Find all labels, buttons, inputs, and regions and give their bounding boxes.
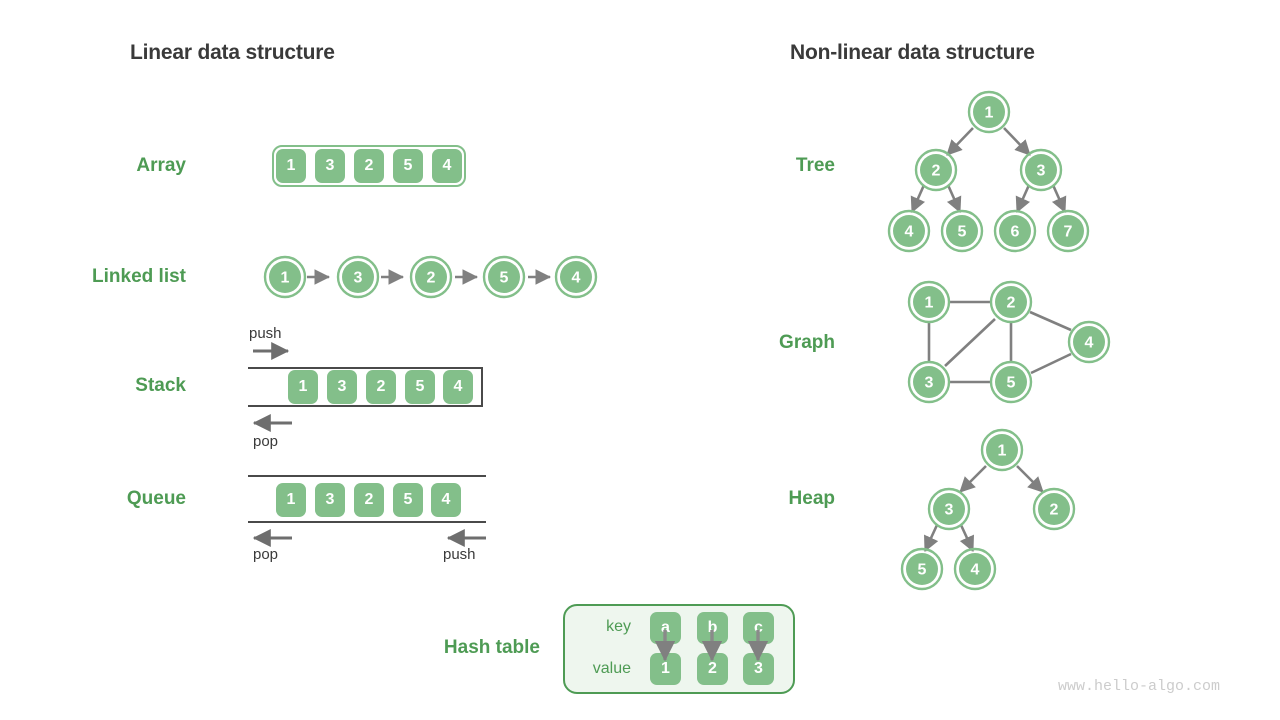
watermark: www.hello-algo.com xyxy=(1058,678,1221,695)
hash-key-cell[interactable]: a xyxy=(650,612,681,644)
tree-node-text: 1 xyxy=(985,105,994,122)
queue-cell[interactable]: 4 xyxy=(431,483,461,517)
hash-value-label: value xyxy=(592,660,631,677)
array-cell[interactable]: 2 xyxy=(354,149,384,183)
stack-cell[interactable]: 4 xyxy=(443,370,473,404)
label-heap: Heap xyxy=(788,488,835,509)
array-cell[interactable]: 3 xyxy=(315,149,345,183)
tree-node-text: 4 xyxy=(905,224,914,241)
queue-line-top xyxy=(248,475,486,477)
graph-node-text: 4 xyxy=(1085,335,1094,352)
tree-edges xyxy=(910,127,1067,213)
tree-node-text: 5 xyxy=(958,224,967,241)
stack-cell[interactable]: 2 xyxy=(366,370,396,404)
graph-node-text: 2 xyxy=(1007,295,1016,312)
array-cell[interactable]: 5 xyxy=(393,149,423,183)
heap-node-text: 5 xyxy=(918,562,927,579)
array-frame xyxy=(272,145,466,187)
heap-nodes[interactable]: 1 3 2 5 4 xyxy=(900,428,1076,591)
label-tree: Tree xyxy=(795,155,835,176)
queue-push-label: push xyxy=(443,546,476,563)
graph-node-text: 5 xyxy=(1007,375,1016,392)
stack-cell[interactable]: 1 xyxy=(288,370,318,404)
stack-push-label: push xyxy=(249,325,282,342)
linked-list-node-text: 2 xyxy=(427,270,436,287)
linked-list-node-text: 4 xyxy=(572,270,581,287)
heading-non-linear: Non-linear data structure xyxy=(790,41,1035,64)
heap-edges xyxy=(923,465,1044,552)
queue-cell[interactable]: 3 xyxy=(315,483,345,517)
stack-cell[interactable]: 3 xyxy=(327,370,357,404)
queue-line-bottom xyxy=(248,521,486,523)
tree-node-text: 2 xyxy=(932,163,941,180)
stack-cell[interactable]: 5 xyxy=(405,370,435,404)
heading-linear: Linear data structure xyxy=(130,41,335,64)
label-linked-list: Linked list xyxy=(92,266,186,287)
label-hash-table: Hash table xyxy=(443,637,540,658)
tree-nodes[interactable]: 1 2 3 4 5 6 7 xyxy=(887,90,1090,253)
linked-list-node-text: 5 xyxy=(500,270,509,287)
queue-pop-label: pop xyxy=(253,546,279,563)
label-stack: Stack xyxy=(135,375,186,396)
queue-cell[interactable]: 2 xyxy=(354,483,384,517)
hash-key-cell[interactable]: b xyxy=(697,612,728,644)
linked-list-node-text: 1 xyxy=(281,270,290,287)
tree-node-text: 6 xyxy=(1011,224,1020,241)
linked-list-node-text: 3 xyxy=(354,270,363,287)
stack-pop-label: pop xyxy=(253,433,279,450)
graph-edges xyxy=(927,300,1072,384)
hash-value-cell[interactable]: 3 xyxy=(743,653,774,685)
label-array: Array xyxy=(136,155,186,176)
array-cell[interactable]: 4 xyxy=(432,149,462,183)
heap-node-text: 4 xyxy=(971,562,980,579)
tree-node-text: 7 xyxy=(1064,224,1073,241)
heap-node-text: 2 xyxy=(1050,502,1059,519)
graph-nodes[interactable]: 1 2 3 4 5 xyxy=(907,280,1111,404)
graph-node-text: 1 xyxy=(925,295,934,312)
stack-frame xyxy=(248,367,483,407)
label-queue: Queue xyxy=(126,488,186,509)
queue-cell[interactable]: 5 xyxy=(393,483,423,517)
heap-node-text: 1 xyxy=(998,443,1007,460)
graph-node-text: 3 xyxy=(925,375,934,392)
queue-cell[interactable]: 1 xyxy=(276,483,306,517)
label-graph: Graph xyxy=(779,332,835,353)
hash-value-cell[interactable]: 1 xyxy=(650,653,681,685)
hash-key-label: key xyxy=(606,618,631,635)
linked-list-nodes[interactable]: 1 3 2 5 4 xyxy=(263,255,598,299)
hash-key-cell[interactable]: c xyxy=(743,612,774,644)
tree-node-text: 3 xyxy=(1037,163,1046,180)
array-cell[interactable]: 1 xyxy=(276,149,306,183)
heap-node-text: 3 xyxy=(945,502,954,519)
hash-value-cell[interactable]: 2 xyxy=(697,653,728,685)
